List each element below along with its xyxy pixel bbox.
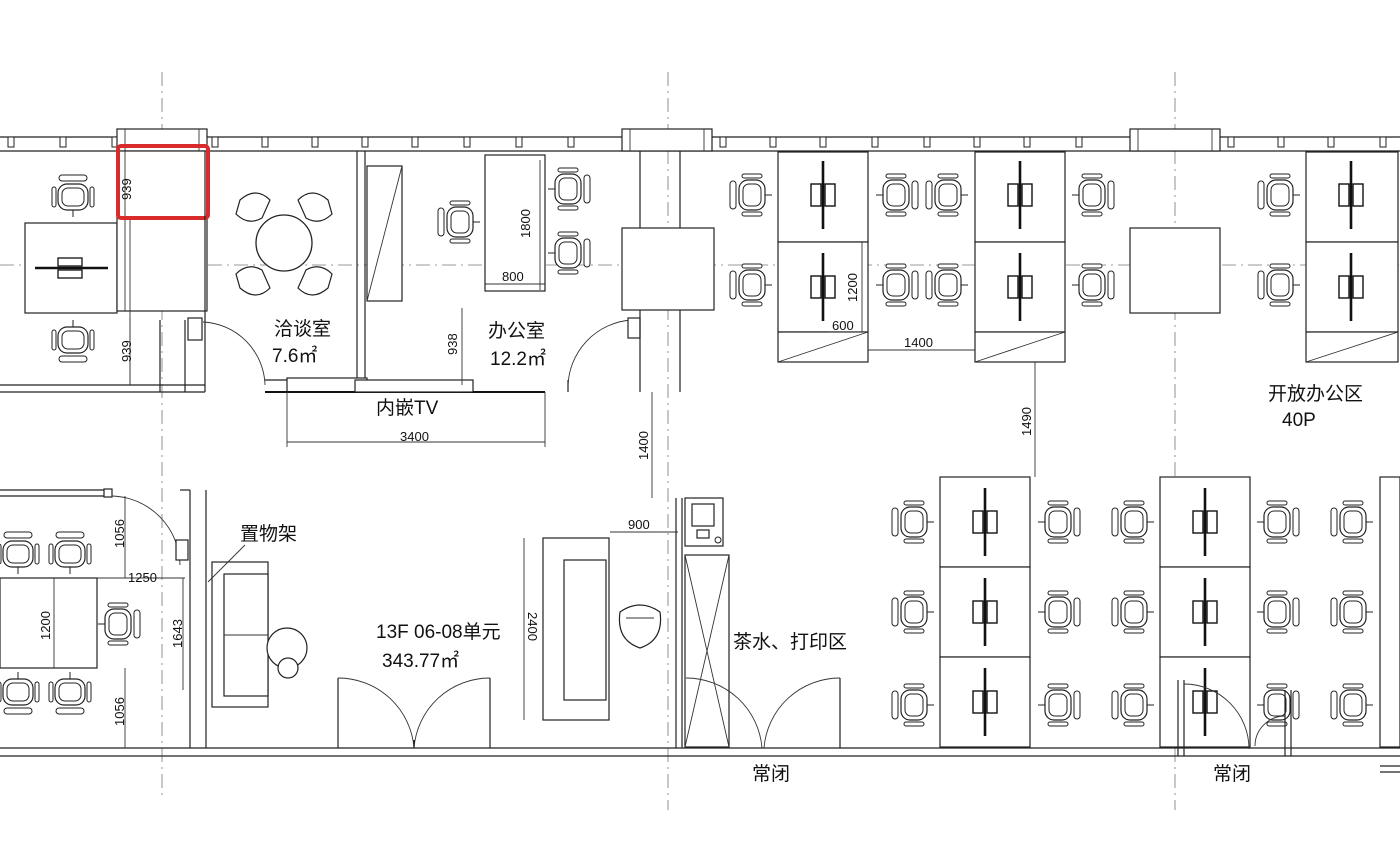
open-office-capacity: 40P <box>1282 410 1316 431</box>
window-mullion <box>411 136 419 148</box>
window-mullion <box>769 136 777 148</box>
dim-1056-bottom: 1056 <box>112 697 127 726</box>
dim-1643: 1643 <box>170 619 185 648</box>
window-mullion <box>973 136 981 148</box>
reception-desk: 2400 <box>523 537 662 721</box>
closed-door-label-2: 常闭 <box>1213 763 1251 785</box>
dim-1400-horizontal: 1400 <box>904 335 933 350</box>
window-mullion <box>871 136 879 148</box>
corridor-wall-bottom <box>0 747 1400 757</box>
dim-1800: 1800 <box>518 209 533 238</box>
left-office-dimensions: 939 939 <box>119 178 134 385</box>
office-room-name: 办公室 <box>488 320 545 342</box>
window-mullion <box>819 136 827 148</box>
window-mullion <box>1379 136 1387 148</box>
office-room: 内嵌TV 3400 1800 800 938 办公室 12.2㎡ <box>286 154 641 447</box>
window-mullion <box>1327 136 1335 148</box>
office-room-area: 12.2㎡ <box>490 347 546 370</box>
window-mullion <box>261 136 269 148</box>
left-office <box>0 150 208 393</box>
open-office-name: 开放办公区 <box>1268 383 1363 405</box>
pantry-label: 茶水、打印区 <box>733 631 847 653</box>
window-mullion <box>1075 136 1083 148</box>
meeting-room-area: 7.6㎡ <box>272 344 317 367</box>
window-mullion <box>361 136 369 148</box>
window-mullion <box>7 136 15 148</box>
dim-1250: 1250 <box>128 570 157 585</box>
dim-800: 800 <box>502 269 524 284</box>
dim-1200-top: 1200 <box>845 273 860 302</box>
meeting-room-name: 洽谈室 <box>274 318 331 340</box>
highlight-box <box>116 144 210 220</box>
dim-1200-left: 1200 <box>38 611 53 640</box>
dim-900: 900 <box>628 517 650 532</box>
dim-1400-vertical: 1400 <box>636 431 651 460</box>
dim-1056-top: 1056 <box>112 519 127 548</box>
pantry-area: 茶水、打印区 <box>675 497 847 749</box>
window-mullion <box>515 136 523 148</box>
window-mullion <box>923 136 931 148</box>
lounge-area: 置物架 13F 06-08单元 343.77㎡ <box>207 523 501 749</box>
dim-3400: 3400 <box>400 429 429 444</box>
open-office-bottom <box>891 476 1400 773</box>
bottom-left-meeting: 1200 1056 1250 1056 1643 <box>0 488 207 748</box>
window-mullion <box>59 136 67 148</box>
window-mullion <box>211 136 219 148</box>
unit-name: 13F 06-08单元 <box>376 621 501 643</box>
window-mullion <box>311 136 319 148</box>
dim-938: 938 <box>445 333 460 355</box>
closed-door-label-1: 常闭 <box>752 763 790 785</box>
exterior-wall-top <box>0 128 1400 152</box>
window-mullion <box>1277 136 1285 148</box>
window-mullion <box>567 136 575 148</box>
dim-939-top: 939 <box>119 178 134 200</box>
window-mullion <box>719 136 727 148</box>
window-mullion <box>1227 136 1235 148</box>
central-wall: 1400 900 <box>610 151 715 533</box>
dim-600: 600 <box>832 318 854 333</box>
tv-label: 内嵌TV <box>376 397 439 419</box>
dim-1490: 1490 <box>1019 407 1034 436</box>
dim-939-bottom: 939 <box>119 340 134 362</box>
wall-left-meeting <box>159 317 266 392</box>
window-mullion <box>463 136 471 148</box>
dim-2400: 2400 <box>525 612 540 641</box>
unit-area: 343.77㎡ <box>382 649 459 672</box>
open-office-top: 1200 600 1400 1490 开放办公区 40P <box>729 151 1399 477</box>
shelf-label: 置物架 <box>240 523 297 545</box>
window-mullion <box>1023 136 1031 148</box>
axis-lines <box>0 72 1400 810</box>
